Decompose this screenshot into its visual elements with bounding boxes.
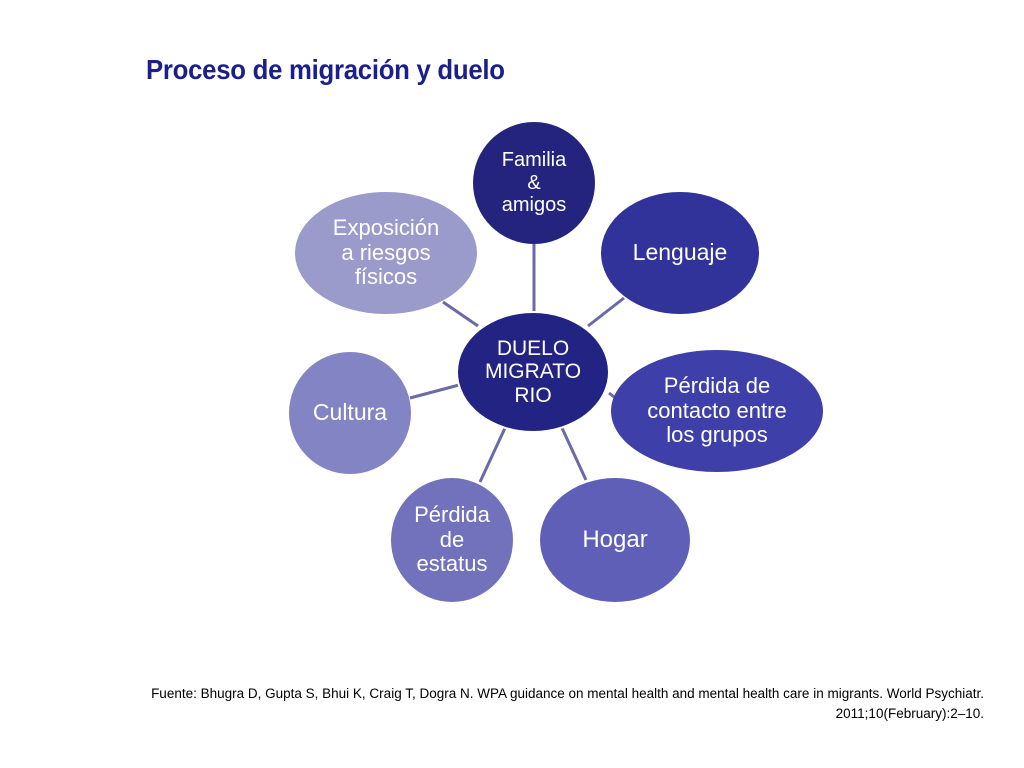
source-citation: Fuente: Bhugra D, Gupta S, Bhui K, Craig… <box>151 686 984 721</box>
node-perdida-estatus: Pérdida de estatus <box>391 478 513 602</box>
node-hogar: Hogar <box>540 478 690 602</box>
node-exposicion-riesgos-label: Exposición a riesgos físicos <box>332 215 440 290</box>
node-familia-amigos: Familia & amigos <box>473 122 595 244</box>
node-duelo-migratorio: DUELO MIGRATO RIO <box>456 311 610 433</box>
node-lenguaje: Lenguaje <box>601 192 759 314</box>
node-exposicion-riesgos: Exposición a riesgos físicos <box>295 192 477 314</box>
node-lenguaje-label: Lenguaje <box>632 239 728 266</box>
connector-cultura <box>409 383 460 400</box>
connector-perdida-estatus <box>478 427 507 483</box>
connector-lenguaje <box>587 296 625 328</box>
node-familia-amigos-label: Familia & amigos <box>501 149 567 217</box>
node-perdida-estatus-label: Pérdida de estatus <box>414 502 490 577</box>
connector-hogar <box>560 427 588 481</box>
node-perdida-contacto: Pérdida de contacto entre los grupos <box>611 350 823 472</box>
connector-exposicion <box>442 300 479 328</box>
node-duelo-migratorio-label: DUELO MIGRATO RIO <box>484 336 582 407</box>
slide-title: Proceso de migración y duelo <box>146 54 505 85</box>
node-perdida-contacto-label: Pérdida de contacto entre los grupos <box>647 373 787 448</box>
node-hogar-label: Hogar <box>582 525 648 553</box>
node-cultura: Cultura <box>289 352 411 474</box>
node-cultura-label: Cultura <box>312 399 388 426</box>
